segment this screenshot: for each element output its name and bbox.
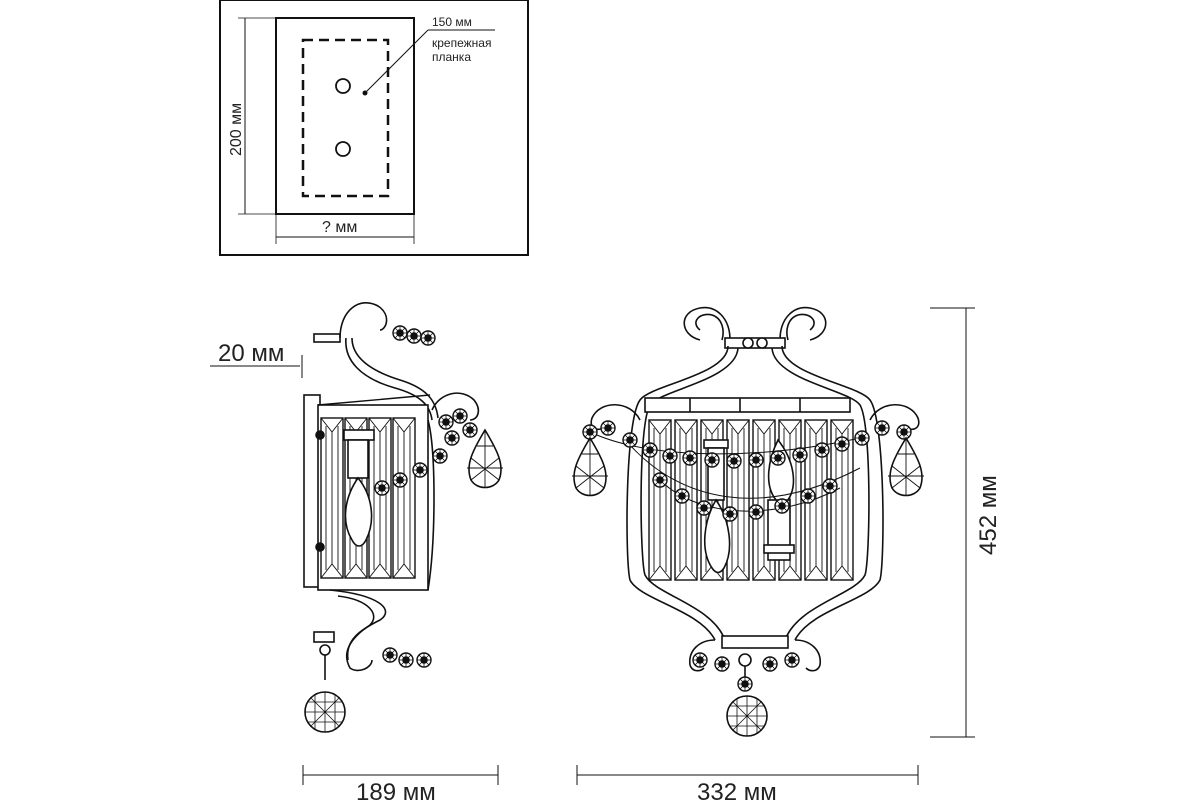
front-width-label: 332 мм bbox=[697, 779, 777, 800]
front-height-dimension bbox=[930, 307, 975, 738]
mounting-plate-diagram: 150 мм крепежная планка 200 мм ? мм bbox=[219, 0, 529, 256]
plate-note-line2: планка bbox=[432, 50, 471, 64]
plate-height-label: 200 мм bbox=[228, 103, 245, 156]
side-depth-label: 20 мм bbox=[218, 340, 284, 367]
side-width-label: 189 мм bbox=[356, 779, 436, 800]
mount-hole-bottom bbox=[335, 141, 351, 157]
mount-hole-top bbox=[335, 78, 351, 94]
leader-line bbox=[364, 29, 429, 94]
plate-base-label: ? мм bbox=[322, 219, 357, 236]
front-height-label: 452 мм bbox=[975, 475, 1002, 555]
wall-plate-outline bbox=[275, 17, 415, 215]
diagram-border bbox=[219, 0, 529, 256]
plate-note-line1: крепежная bbox=[432, 36, 491, 50]
mounting-bracket-dashed bbox=[301, 38, 390, 198]
front-view-sconce: 332 мм bbox=[571, 306, 925, 800]
side-view-sconce: 20 мм bbox=[210, 301, 504, 800]
plate-width-label: 150 мм bbox=[432, 15, 472, 29]
